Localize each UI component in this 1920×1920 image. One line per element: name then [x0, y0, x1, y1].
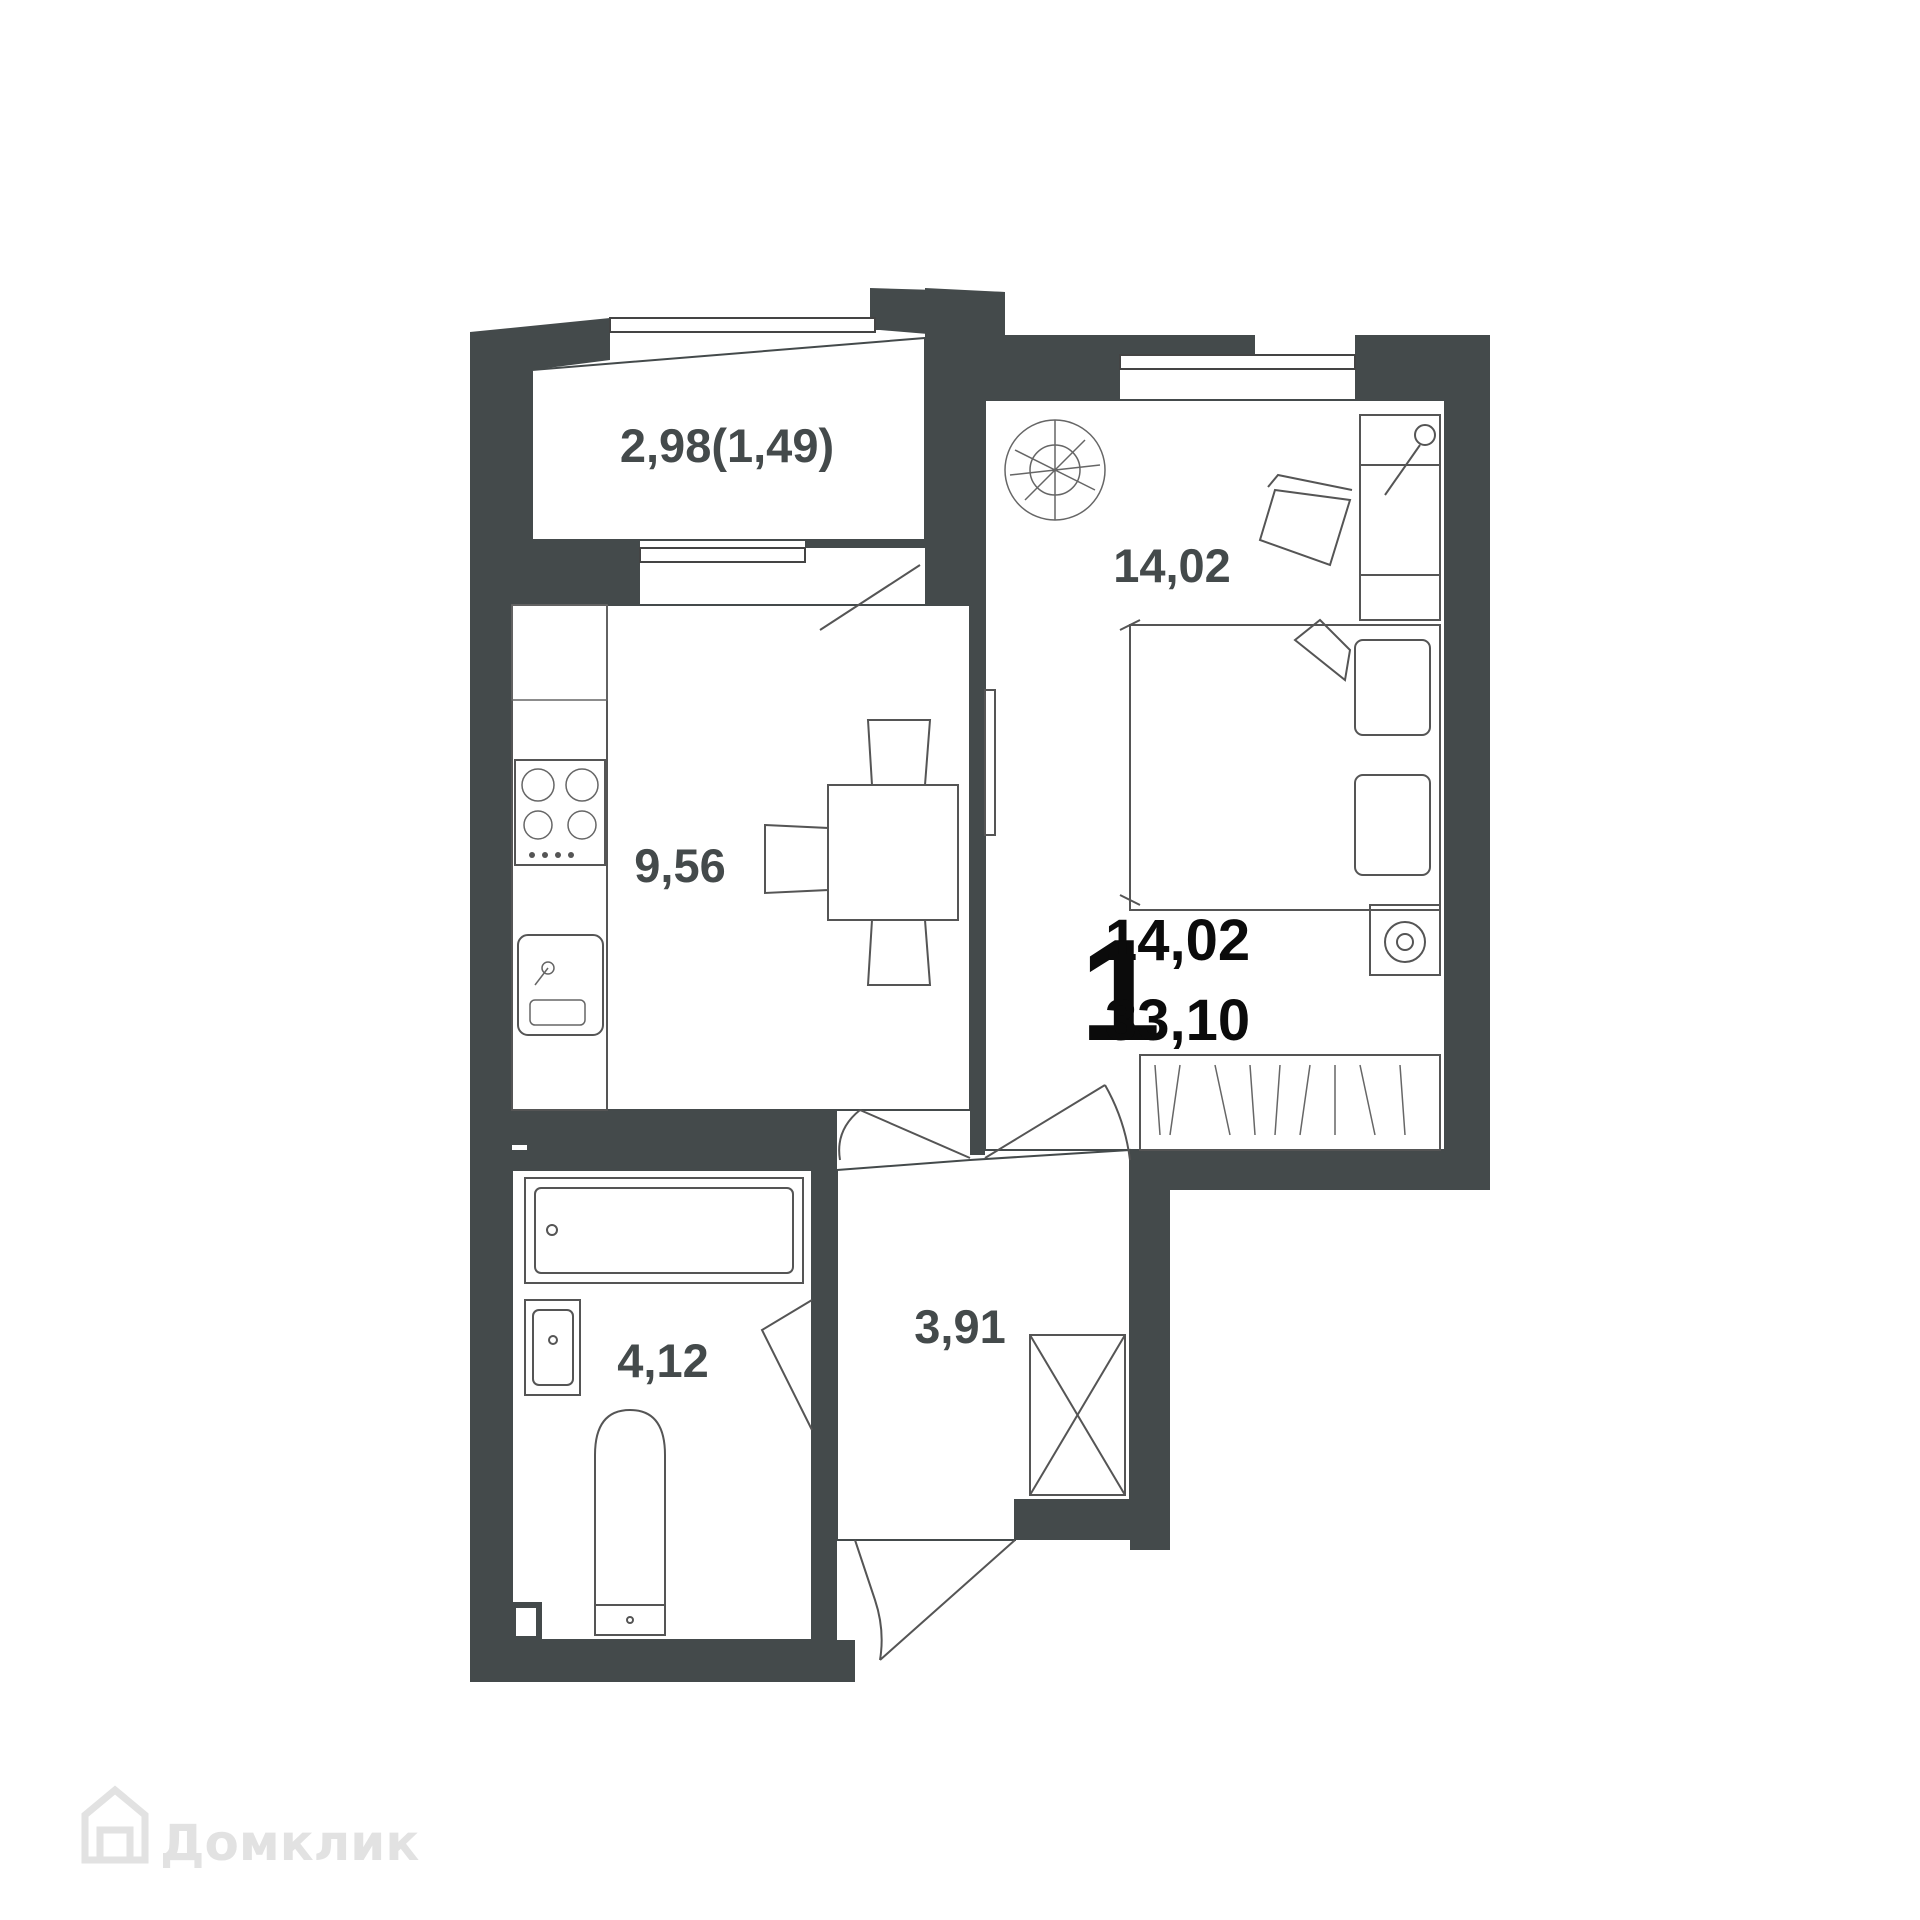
balcony-area-label: 2,98(1,49): [620, 419, 834, 472]
kitchen-window: [639, 547, 806, 563]
shelf-unit: [1359, 414, 1441, 621]
bedroom-window: [1119, 354, 1356, 370]
rooms-count: 1: [1080, 909, 1161, 1071]
kitchen-area-label: 9,56: [634, 839, 725, 892]
bathroom-door: [760, 1299, 813, 1431]
watermark-text: Домклик: [160, 1814, 419, 1872]
partition-mirror: [984, 689, 996, 836]
hallway-area-label: 3,91: [914, 1300, 1005, 1353]
bedroom-door: [984, 1084, 1131, 1161]
doors: [760, 564, 1131, 1661]
watermark: Домклик: [81, 1785, 419, 1872]
floor-areas: [511, 336, 1446, 1641]
bedroom-area-label: 14,02: [1113, 539, 1231, 592]
wardrobe-icon: [1139, 1054, 1441, 1151]
kitchen-furniture: [511, 604, 959, 1111]
bathtub-icon: [524, 1177, 804, 1284]
dining-table-icon: [764, 719, 959, 986]
house-logo-icon: [81, 1785, 149, 1864]
stove-icon: [514, 759, 606, 866]
washing-machine-icon: [1369, 904, 1441, 976]
windows: [609, 317, 1356, 563]
apartment-summary: 1 14,02 33,10: [1080, 908, 1250, 1071]
bathroom-furniture: [524, 1177, 804, 1636]
corner-shaft-inner: [516, 1608, 536, 1636]
washbasin-icon: [524, 1299, 581, 1396]
bathroom-area-label: 4,12: [617, 1334, 708, 1387]
hallway-cabinet: [1029, 1334, 1126, 1496]
armchair-icon: [1258, 473, 1353, 567]
balcony-door: [819, 564, 921, 631]
bath-wall: [512, 1150, 812, 1170]
total-area: 33,10: [1105, 988, 1250, 1053]
bed-icon: [1119, 618, 1441, 911]
bath-wall-right: [812, 1150, 837, 1290]
bedroom-furniture: [1004, 414, 1441, 1151]
kitchen-door: [838, 1109, 971, 1161]
plant-icon: [1004, 419, 1106, 521]
living-area: 14,02: [1105, 908, 1250, 973]
balcony-window: [609, 317, 876, 333]
toilet-icon: [594, 1408, 666, 1636]
entrance-door: [854, 1539, 1016, 1661]
sink-icon: [517, 934, 604, 1036]
